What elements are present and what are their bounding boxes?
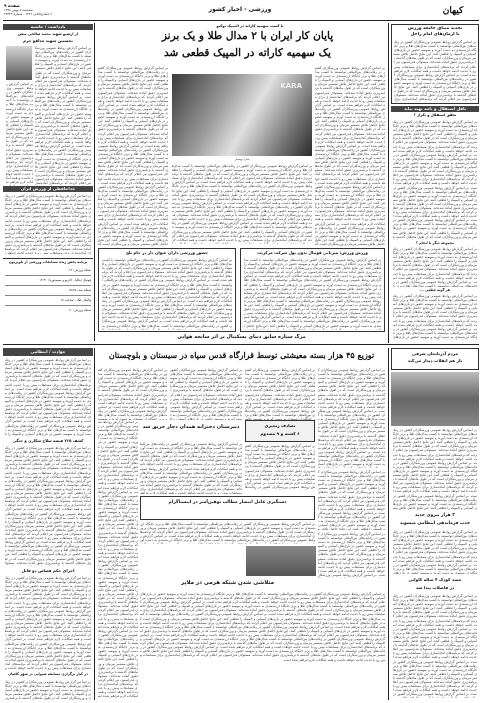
left-news-head: خداحافظی از ورزش ایران <box>3 186 93 192</box>
bottom-text-c4: بر اساس گزارش روابط عمومی ورزشکاران کشور… <box>98 368 167 420</box>
profile-text: بر اساس گزارش روابط عمومی ورزشکاران کشور… <box>35 46 91 186</box>
sub-story-1-text: بر اساس گزارش روابط عمومی ورزشکاران کشور… <box>244 258 381 330</box>
profile-photo <box>6 46 32 80</box>
bottom-text-c2: بر اساس گزارش روابط عمومی ورزشکاران کشور… <box>245 368 315 420</box>
photo-caption: سارا بهمنیار <box>234 157 250 161</box>
arrest-photo <box>246 546 316 576</box>
right-news-2: مجموعه دیگر با انجام ؟ <box>415 241 455 245</box>
header-issue: صفحه ۹ سه‌شنبه ۸ بهمن ۱۳۹۸ ۲ جمادی‌الثان… <box>4 3 84 17</box>
right-news-title: تحقق استقلال و تکرار ؟ <box>413 113 457 117</box>
karate-photo: KARA <box>172 74 312 156</box>
header-rule <box>3 20 479 22</box>
bottom-text-c3: بر اساس گزارش روابط عمومی ورزشکاران کشور… <box>170 368 242 420</box>
bottom-text-c8: بر اساس گزارش روابط عمومی ورزشکاران کشور… <box>140 522 315 544</box>
section-title: ورزشی - اخبار کشور <box>208 6 272 13</box>
schedule-item: شبکه سه: ۱۵:۴۵ <box>5 286 91 296</box>
rally-photo <box>391 372 479 426</box>
sub-story-2-title: حضور ورزشی داران عنوان دار در جام تلخ <box>125 250 209 255</box>
left-news-text: بر اساس گزارش روابط عمومی ورزشکاران کشور… <box>5 194 91 254</box>
tv-schedule: شبکه ورزش: ۱۳ فوتبال ایتالیا - لاتزیو و … <box>5 266 91 336</box>
bottom-text-c10: بر اساس گزارش روابط عمومی ورزشکاران کشور… <box>318 532 385 578</box>
bottom-left-box-1: کشف ۲۶۵ قبضه سلاح شکاری و جنگی <box>12 438 84 443</box>
schedule-item: والیبال لیگ - ساعت ۱۷ <box>5 296 91 306</box>
issue-line: سه‌شنبه ۸ بهمن ۱۳۹۸ <box>4 8 33 12</box>
schedule-item: فوتبال ایتالیا - لاتزیو و سمپدوریا: ۱۴:۳… <box>5 276 91 286</box>
bottom-right-box-1: ۳ هزار نیروی جدید جذب فرماندهی انتظامی م… <box>399 513 471 526</box>
sub-story-1 <box>240 248 385 332</box>
bottom-right-text-3: بر اساس گزارش روابط عمومی ورزشکاران کشور… <box>393 594 477 698</box>
main-text-left-a: بر اساس گزارش روابط عمومی ورزشکاران کشور… <box>98 66 168 246</box>
right-box-title: تجدید میثاق جامعه ورزش <box>407 26 463 31</box>
schedule-item: شبکه ورزش: ۱۳ <box>5 266 91 276</box>
right-news-3-text: بر اساس گزارش روابط عمومی ورزشکاران کشور… <box>393 294 477 340</box>
left-text-2: بر اساس گزارش روابط عمومی ورزشکاران کشور… <box>6 82 33 186</box>
bottom-main-title: توزیع ۴۵ هزار بسته معیشتی توسط قرارگاه ق… <box>108 350 375 360</box>
bottom-text-c9: بر اساس گزارش روابط عمومی ورزشکاران کشور… <box>140 592 385 662</box>
bottom-left-box-2: اجرای حکم قصاص دو قاتل <box>21 568 75 573</box>
fire-title: دبیرستان دخترانه همدان دچار حریق شد <box>142 424 240 430</box>
right-news-text: بر اساس گزارش روابط عمومی ورزشکاران کشور… <box>393 120 477 240</box>
sub-story-2-text: بر اساس گزارش روابط عمومی ورزشکاران کشور… <box>102 258 232 330</box>
left-banner: یادداشت / حاشیه <box>3 24 93 30</box>
page-divider <box>3 344 479 346</box>
right-box-text: بر اساس گزارش روابط عمومی ورزشکاران کشور… <box>394 40 476 102</box>
pyramid-title: متلاشی شدن شبکه هرمی در ملایر <box>180 580 275 586</box>
right-news-3: هر گونه قطعی ... <box>419 288 451 292</box>
logo-text: کیهان <box>442 6 464 16</box>
bottom-right-box-2: جسد کودک ۴ ساله کاوانی در فاضلاب پیدا شد <box>408 577 462 590</box>
instagram-title: دستگیری عامل انتشار مطالب توهین‌آمیز در … <box>168 500 287 505</box>
right-box-subtitle: با آرمان‌های امام راحل <box>410 32 460 37</box>
bottom-left-text-4: بر اساس گزارش روابط عمومی ورزشکاران کشور… <box>5 680 91 700</box>
bottom-text-c6: بر اساس گزارش روابط عمومی ورزشکاران کشور… <box>140 442 242 494</box>
bottom-text-c7: بر اساس گزارش روابط عمومی ورزشکاران کشور… <box>318 470 385 530</box>
bottom-text-c1: بر اساس گزارش روابط عمومی ورزشکاران کشور… <box>318 368 385 468</box>
instagram-box <box>140 496 315 520</box>
bottom-text-c11: بر اساس گزارش روابط عمومی ورزشکاران کشور… <box>98 420 138 698</box>
bottom-left-text-3: بر اساس گزارش روابط عمومی ورزشکاران کشور… <box>5 576 91 670</box>
left-col-divider <box>94 23 95 341</box>
page-number: صفحه ۹ <box>4 3 20 8</box>
right-col-divider <box>388 23 389 343</box>
bottom-right-text-1: بر اساس گزارش روابط عمومی ورزشکاران کشور… <box>393 428 477 510</box>
main-headline-1: پایان کار ایران با ۲ مدال طلا و یک برنز <box>161 30 334 42</box>
main-text-right: بر اساس گزارش روابط عمومی ورزشکاران کشور… <box>315 66 385 246</box>
bottom-right-divider <box>388 348 389 700</box>
crash-box <box>245 420 315 442</box>
bottom-text-c5: بر اساس گزارش روابط عمومی ورزشکاران کشور… <box>245 444 315 490</box>
bottom-left-strip: حوادث / انتظامی <box>3 348 93 356</box>
bottom-left-text-1: بر اساس گزارش روابط عمومی ورزشکاران کشور… <box>5 358 91 436</box>
main-headline-2: یک سهمیه کاراته در المپیک قطعی شد <box>164 47 331 59</box>
crash-box-title: تصادف زنجیری ۶ کشته و ۹ مصدوم <box>260 423 300 436</box>
bottom-left-text-2: بر اساس گزارش روابط عمومی ورزشکاران کشور… <box>5 446 91 566</box>
right-news-2-text: بر اساس گزارش روابط عمومی ورزشکاران کشور… <box>393 247 477 287</box>
bottom-left-divider <box>94 348 95 700</box>
bottom-right-text-2: بر اساس گزارش روابط عمومی ورزشکاران کشور… <box>393 530 477 574</box>
profile-subtitle: نخستین شهید مدافع حرم <box>23 38 73 43</box>
main-kicker: با کسب سهمیه کاراته در المپیک توکیو <box>216 24 284 28</box>
schedule-item: شبکه ورزش: ۲۰ <box>68 308 91 312</box>
sub-story-2 <box>98 248 236 332</box>
newspaper-logo: کیهان <box>428 3 478 19</box>
profile-title: از آرشیو شهید محمد صالحی منش <box>17 32 79 36</box>
basketball-title: مرگ ستاره سابق دنیای بسکتبال بر اثر سانح… <box>177 334 306 340</box>
right-box <box>391 24 479 104</box>
sub-story-1-title: ورزش ورزش: میزبانی فوتبال بدون پول شرکت … <box>257 250 368 255</box>
right-news-head: ناقل استقلال و نامه بهبه بیاید <box>391 106 479 112</box>
tv-schedule-head: برنامه پخش زنده مسابقات ورزشی از تلویزیو… <box>3 258 93 264</box>
photo-label: KARA <box>280 82 302 90</box>
main-text-mid: بر اساس گزارش روابط عمومی ورزشکاران کشور… <box>172 164 312 244</box>
bottom-right-banner-text: مردم آذربایجان شرقی بار هم انقلاب دیدار … <box>407 351 463 363</box>
bottom-right-banner <box>391 348 479 370</box>
date-line: ۲ جمادی‌الثانی ۱۴۴۱ - شماره ۲۲۳۴۲ <box>4 12 53 16</box>
bottom-left-box-3: در کنار برگزاری مسابقه شنوایی در شهر کاش… <box>8 672 88 676</box>
